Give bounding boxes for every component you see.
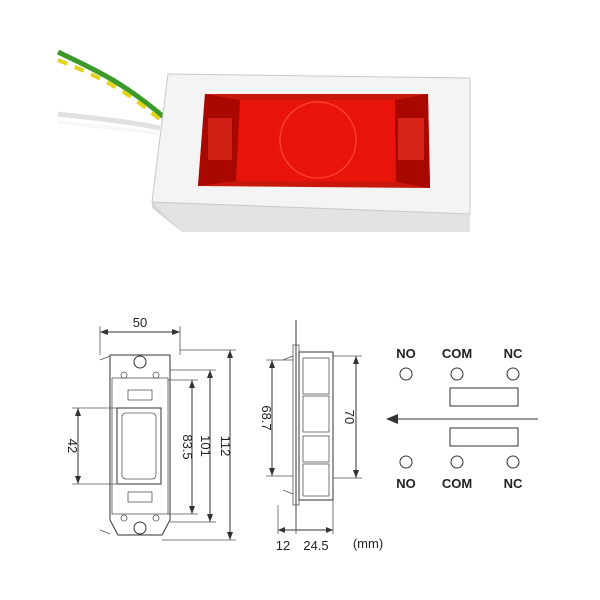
- arrow-83-5-top: [189, 380, 195, 388]
- housing-front-face: [152, 202, 470, 232]
- arrow-83-5-bottom: [189, 506, 195, 514]
- arrow-112-bottom: [227, 532, 233, 540]
- terminal-label-com-top: COM: [442, 346, 472, 361]
- actuation-arrow: [386, 414, 398, 424]
- front-plate-outline: [109, 354, 171, 536]
- front-view-drawing: 50 42 83.5 101 112: [65, 315, 236, 541]
- dim-112: 112: [218, 436, 233, 457]
- arrow-68-7-top: [269, 360, 275, 368]
- terminal-label-com-bottom: COM: [442, 476, 472, 491]
- plate-ears: [99, 355, 111, 535]
- arrow-50-left: [100, 329, 108, 335]
- side-block-mid2: [302, 435, 330, 463]
- arrow-depth-right: [326, 527, 333, 533]
- terminal-label-no-bottom: NO: [396, 476, 416, 491]
- contact-bar-bottom: [449, 427, 519, 447]
- dim-70: 70: [342, 410, 357, 424]
- side-block-top: [302, 357, 330, 395]
- unit-label: (mm): [353, 536, 383, 551]
- arrow-112-top: [227, 350, 233, 358]
- terminal-diagram: NO COM NC NO COM NC: [386, 346, 538, 491]
- terminal-nc-bottom: [506, 455, 520, 469]
- lens-highlight-left: [208, 118, 232, 160]
- contact-bar-top: [449, 387, 519, 407]
- terminal-com-bottom: [450, 455, 464, 469]
- arrow-50-right: [172, 329, 180, 335]
- white-wire-2: [57, 120, 161, 136]
- terminal-no-top: [399, 367, 413, 381]
- top-bracket: [127, 389, 153, 401]
- side-body: [298, 351, 334, 501]
- arrow-101-bottom: [207, 514, 213, 522]
- dim-83-5: 83.5: [180, 434, 195, 459]
- green-wire: [56, 49, 167, 120]
- dim-50: 50: [133, 315, 147, 330]
- top-screw-hole: [133, 355, 147, 369]
- dim-101: 101: [198, 435, 213, 457]
- product-photo: [56, 49, 471, 232]
- front-window: [116, 407, 162, 485]
- lens: [236, 100, 396, 182]
- mount-hole-tl: [120, 371, 128, 379]
- lens-left-clip: [198, 94, 240, 186]
- terminal-no-bottom: [399, 455, 413, 469]
- front-plate-inner: [111, 377, 169, 515]
- terminal-label-no-top: NO: [396, 346, 416, 361]
- front-window-inner: [121, 412, 157, 480]
- arrow-42-bottom: [75, 476, 81, 484]
- side-tabs: [282, 355, 294, 495]
- wires: [56, 49, 167, 136]
- mount-hole-bl: [120, 514, 128, 522]
- terminal-label-nc-top: NC: [504, 346, 523, 361]
- arrow-70-bottom: [353, 470, 359, 478]
- dim-24-5: 24.5: [303, 538, 328, 553]
- terminal-label-nc-bottom: NC: [504, 476, 523, 491]
- terminal-nc-top: [506, 367, 520, 381]
- lens-ring: [279, 101, 357, 179]
- arrow-68-7-bottom: [269, 468, 275, 476]
- side-block-mid: [302, 395, 330, 433]
- white-wire: [57, 111, 161, 131]
- bottom-screw-hole: [133, 521, 147, 535]
- mount-hole-tr: [152, 371, 160, 379]
- mount-hole-br: [152, 514, 160, 522]
- side-block-bottom: [302, 463, 330, 497]
- arrow-depth-left: [278, 527, 285, 533]
- yellow-stripe-wire: [57, 58, 167, 126]
- arrow-101-top: [207, 370, 213, 378]
- arrow-42-top: [75, 408, 81, 416]
- dim-68-7: 68.7: [259, 405, 274, 430]
- side-view-drawing: 68.7 70 12 24.5 (mm): [259, 320, 383, 553]
- lens-highlight: [398, 118, 424, 160]
- arrow-70-top: [353, 356, 359, 364]
- dim-12: 12: [276, 538, 290, 553]
- bottom-bracket: [127, 491, 153, 503]
- terminal-com-top: [450, 367, 464, 381]
- dim-42: 42: [65, 439, 80, 453]
